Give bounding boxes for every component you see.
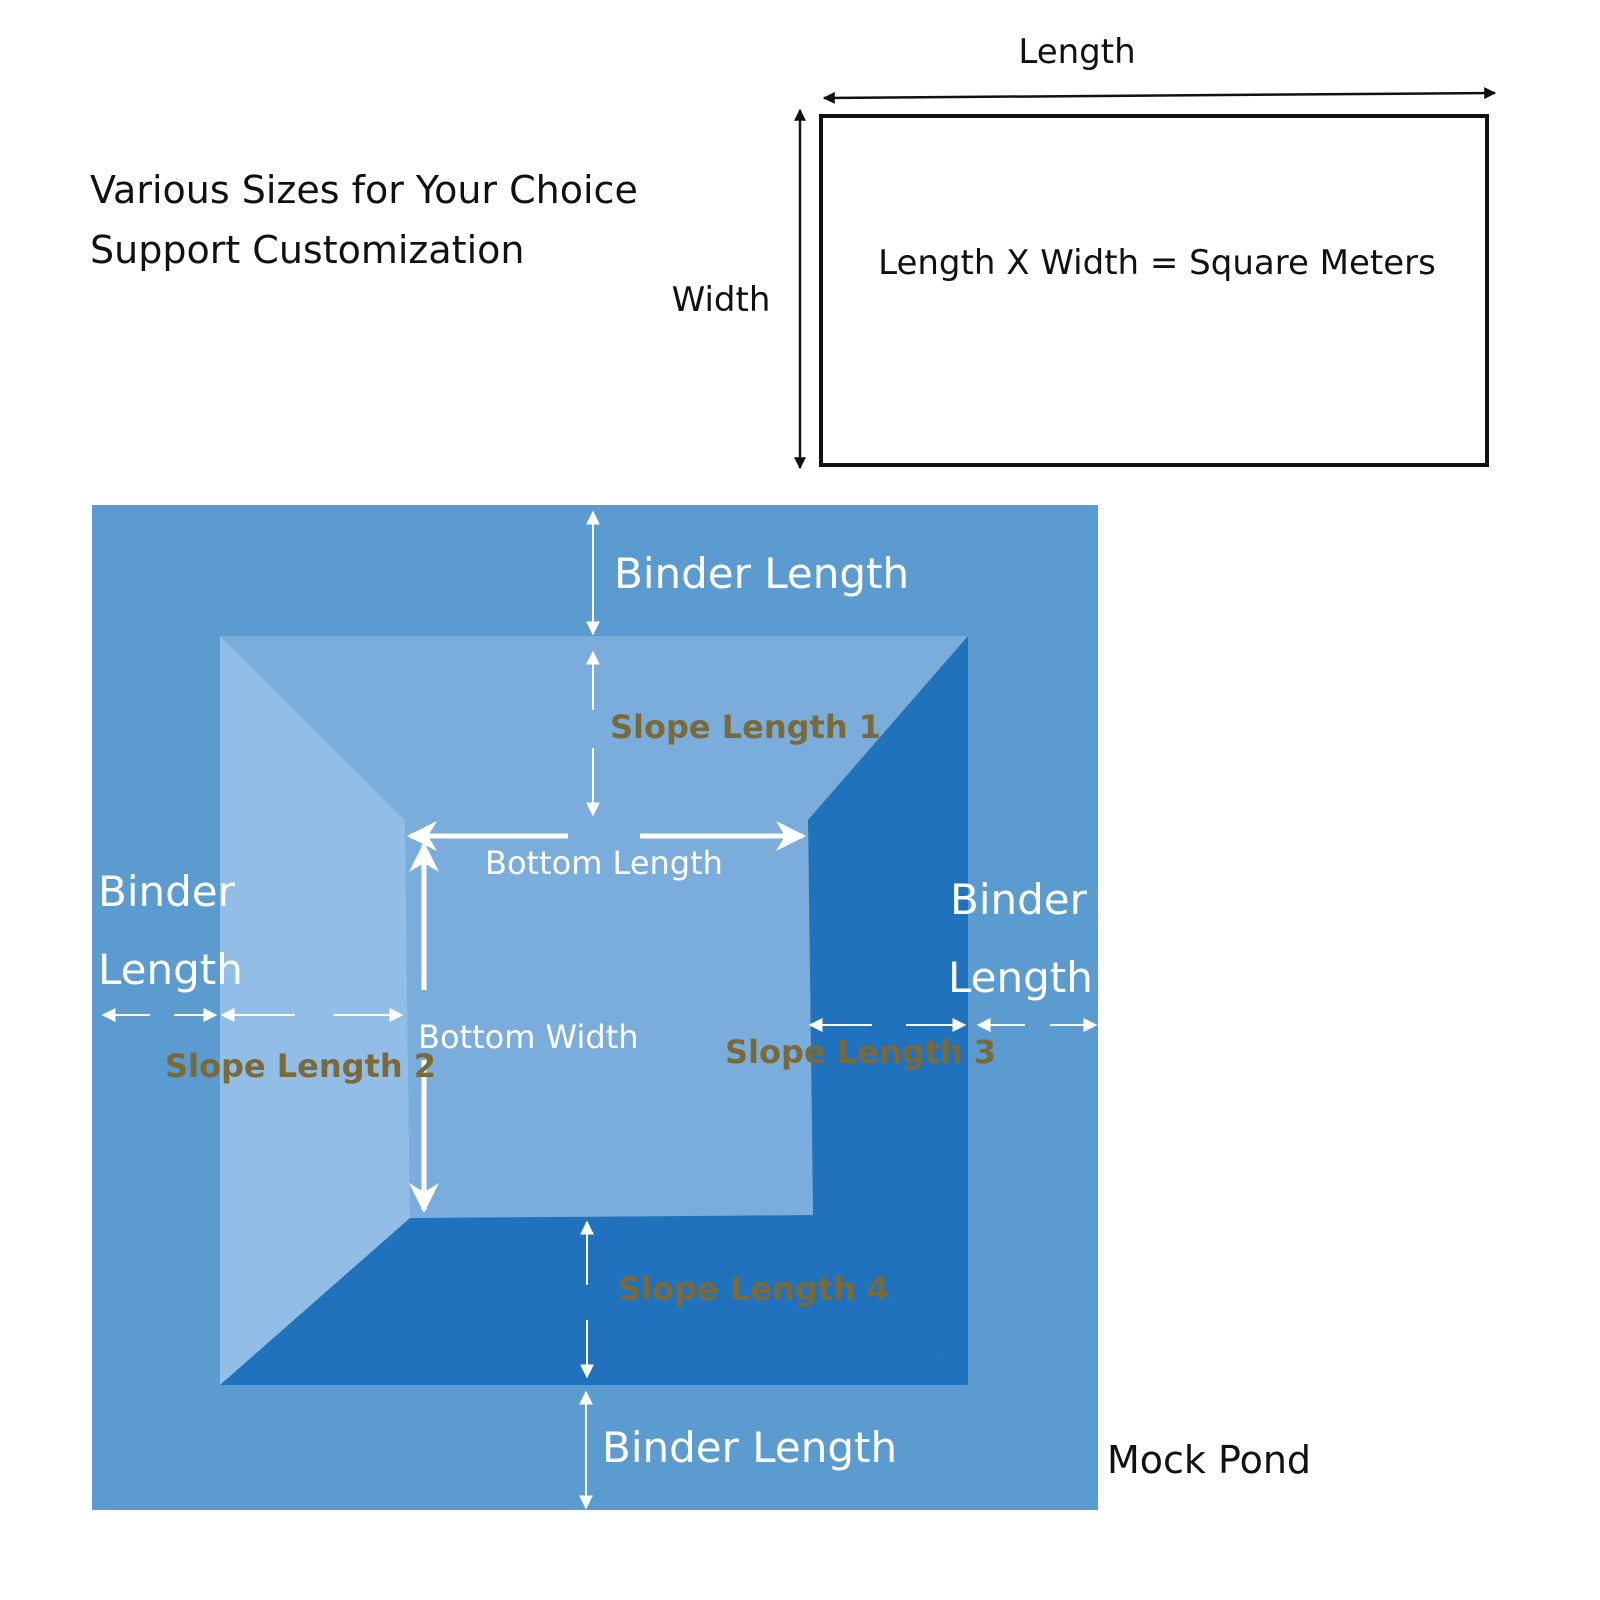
area-rectangle bbox=[819, 114, 1489, 467]
binder-top-label: Binder Length bbox=[614, 549, 909, 598]
slope-bottom bbox=[220, 1215, 968, 1385]
slope-top bbox=[220, 636, 968, 820]
binder-right-label-line-2: Length bbox=[948, 953, 1093, 1002]
rect-length-label: Length bbox=[1018, 32, 1135, 72]
binder-left-label-line-1: Binder bbox=[98, 867, 236, 916]
bottom-length-label: Bottom Length bbox=[485, 844, 723, 882]
pond-diagram: Binder Length Slope Length 1 Bottom Leng… bbox=[92, 505, 1098, 1510]
binder-right-label-line-1: Binder bbox=[950, 875, 1088, 924]
bottom-width-label: Bottom Width bbox=[418, 1018, 639, 1056]
intro-line-2: Support Customization bbox=[90, 228, 524, 272]
slope-4-label: Slope Length 4 bbox=[618, 1270, 889, 1308]
rect-dimension-diagram: Length Width Length X Width = Square Met… bbox=[672, 32, 1497, 470]
slope-right bbox=[808, 636, 968, 1385]
intro-line-1: Various Sizes for Your Choice bbox=[90, 168, 638, 212]
pond-bottom bbox=[405, 820, 813, 1218]
mock-pond-caption: Mock Pond bbox=[1107, 1438, 1311, 1482]
binder-left-label-line-2: Length bbox=[98, 945, 243, 994]
slope-3-label: Slope Length 3 bbox=[725, 1033, 996, 1071]
area-formula: Length X Width = Square Meters bbox=[878, 243, 1436, 283]
rect-width-label: Width bbox=[672, 280, 771, 320]
length-arrow bbox=[822, 87, 1497, 104]
slope-2-label: Slope Length 2 bbox=[165, 1047, 436, 1085]
slope-left bbox=[220, 636, 410, 1385]
binder-bottom-label: Binder Length bbox=[602, 1423, 897, 1472]
slope-1-label: Slope Length 1 bbox=[610, 708, 881, 746]
